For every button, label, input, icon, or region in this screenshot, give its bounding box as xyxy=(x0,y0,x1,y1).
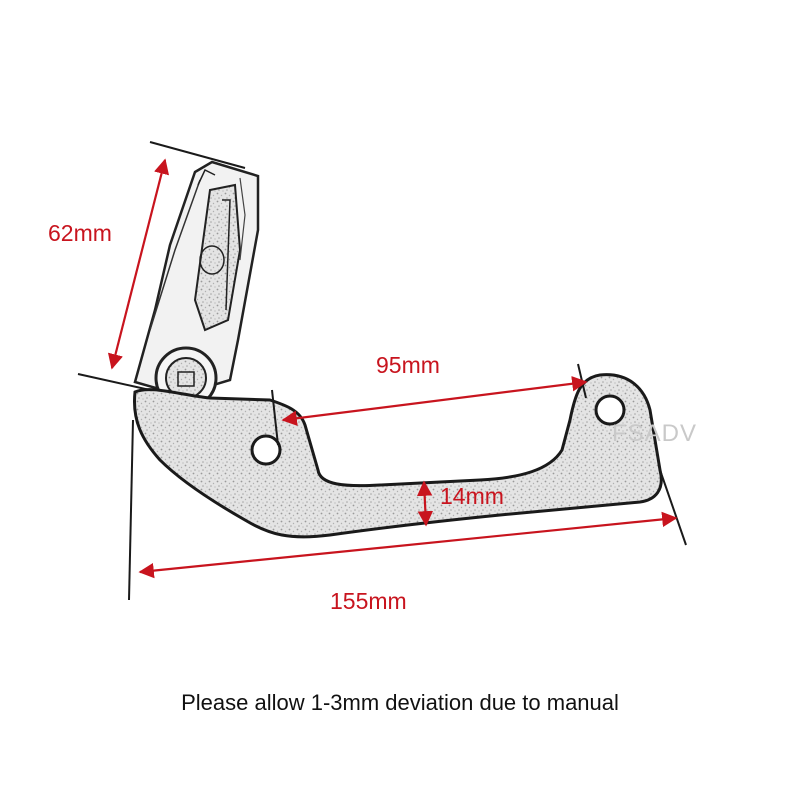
dim-line-62mm xyxy=(107,158,170,370)
mount-hole-left xyxy=(250,434,282,466)
dimension-arrows xyxy=(107,158,678,579)
dimension-label-height: 62mm xyxy=(48,220,112,246)
caption-text: Please allow 1-3mm deviation due to manu… xyxy=(181,690,619,715)
watermark-text: FSADV xyxy=(612,420,698,447)
mount-hole-right xyxy=(594,394,626,426)
dimension-label-total-length: 155mm xyxy=(330,588,407,614)
dim-line-95mm xyxy=(281,376,588,426)
dim-line-155mm xyxy=(138,511,678,579)
dimension-label-hole-spacing: 95mm xyxy=(376,352,440,378)
dimension-label-arm-width: 14mm xyxy=(440,483,504,509)
bracket-plate xyxy=(132,373,663,539)
